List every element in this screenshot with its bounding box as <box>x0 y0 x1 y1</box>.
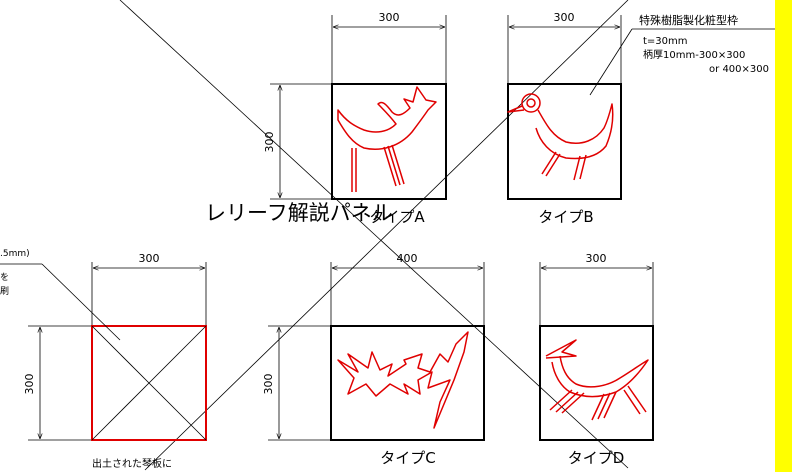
dim-d-width: 300 <box>586 252 607 265</box>
left-note-2: を <box>0 272 9 283</box>
relief-fish-c <box>337 331 469 429</box>
dim-b-width: 300 <box>554 11 575 24</box>
annotation-leader <box>589 28 633 96</box>
relief-deer-d <box>545 339 649 421</box>
panel-type-d: 300 タイプD <box>539 252 654 467</box>
panel-d-label: タイプD <box>568 449 625 467</box>
annotation-line-1: t=30mm <box>643 36 688 47</box>
panel-d-frame <box>539 325 654 441</box>
panel-a-label: タイプA <box>369 208 425 226</box>
annotation-line-2: 柄厚10mm-300×300 <box>643 48 745 61</box>
annotation-heading: 特殊樹脂製化粧型枠 <box>639 13 738 27</box>
panel-type-c: 400 300 タイプC <box>262 252 485 467</box>
annotation-line-3: or 400×300 <box>709 64 769 75</box>
material-annotation: 特殊樹脂製化粧型枠 t=30mm 柄厚10mm-300×300 or 400×3… <box>589 13 775 96</box>
relief-bird-b <box>507 93 614 181</box>
dim-left-height: 300 <box>23 374 36 395</box>
panel-left: 300 300 .5mm) を 刷 出土された琴板に <box>0 249 207 470</box>
panel-a-frame <box>331 83 447 200</box>
panel-c-frame <box>330 325 485 441</box>
left-note-1: .5mm) <box>0 249 30 259</box>
dim-c-width: 400 <box>397 252 418 265</box>
dim-left-width: 300 <box>139 252 160 265</box>
panel-type-b: 300 タイプB <box>507 11 622 226</box>
dim-c-height: 300 <box>262 374 275 395</box>
diagonal-guide-lines <box>119 0 629 471</box>
panel-b-frame <box>507 83 622 200</box>
panel-c-label: タイプC <box>380 449 435 467</box>
dim-a-height: 300 <box>263 132 276 153</box>
page-title: レリーフ解説パネル <box>205 201 393 225</box>
yellow-edge-bar <box>775 0 792 472</box>
panel-left-frame <box>91 325 207 441</box>
relief-bird-a <box>337 86 437 192</box>
panel-b-label: タイプB <box>538 208 593 226</box>
panel-type-a: 300 300 タイプA <box>263 11 447 226</box>
dim-a-width: 300 <box>379 11 400 24</box>
bottom-caption: 出土された琴板に <box>92 457 172 470</box>
left-note-3: 刷 <box>0 286 9 297</box>
